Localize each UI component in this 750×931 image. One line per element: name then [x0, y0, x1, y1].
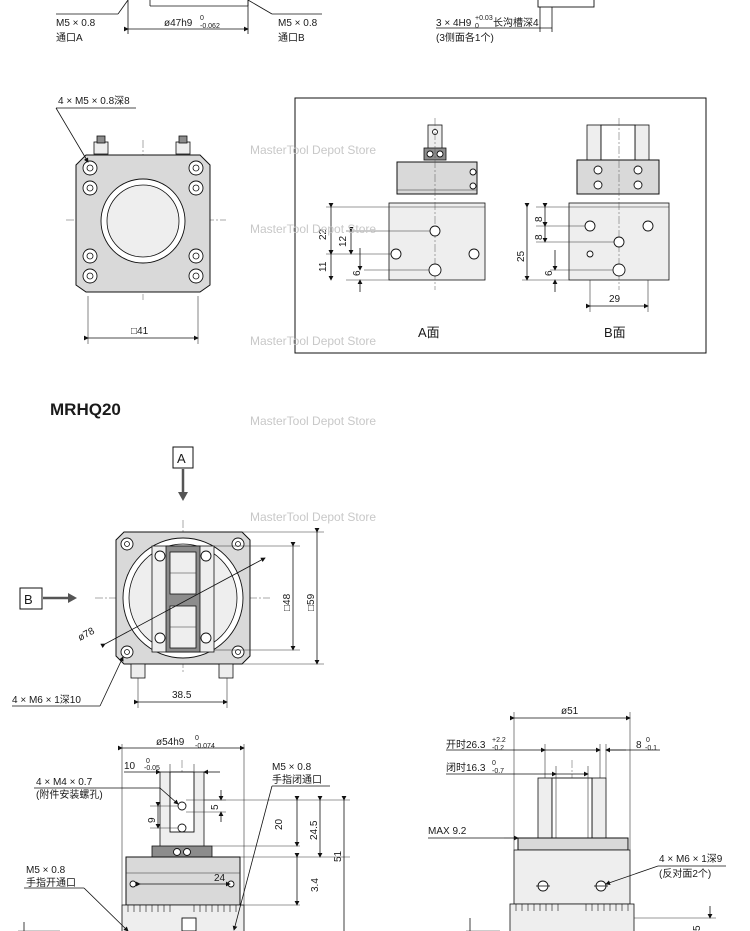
port-a-size: M5 × 0.8 — [56, 18, 96, 29]
max-label: MAX 9.2 — [428, 826, 467, 837]
face-a-dim-22: 22 — [318, 228, 329, 240]
closed-lower: -0.7 — [492, 768, 504, 775]
mrhq20-title: MRHQ20 — [50, 400, 121, 419]
groove-spec: 3 × 4H9 — [436, 18, 472, 29]
face-a-dim-12: 12 — [338, 235, 349, 247]
bolt-spacing: 38.5 — [172, 690, 192, 701]
open-lower: -0.2 — [492, 745, 504, 752]
mrhq16-bottom-view: 4 × M5 × 0.8深8 □41 — [55, 95, 226, 344]
watermark-4: MasterTool Depot Store — [250, 414, 376, 428]
dim-3-4: 3.4 — [310, 878, 321, 892]
screw-spec: 4 × M4 × 0.7 — [36, 777, 93, 788]
dim-24: 24 — [214, 873, 226, 884]
top-strip: M5 × 0.8 通口A ø47h9 0 -0.062 M5 × 0.8 通口B… — [56, 0, 595, 44]
body-dia-upper: 0 — [195, 735, 199, 742]
open-width: 开时26.3 — [446, 739, 486, 751]
mrhq16-thread-callout: 4 × M5 × 0.8深8 — [58, 95, 130, 107]
face-a-dim-6: 6 — [352, 270, 363, 276]
body-dia-lower: -0.074 — [195, 743, 215, 750]
face-a-view: 22 12 11 6 A面 — [318, 118, 486, 340]
mrhq20-front-view: ø54h9 0 -0.074 10 0 -0.05 4 × M4 × 0.7 (… — [18, 735, 350, 931]
screw-note: (附件安装螺孔) — [36, 788, 103, 801]
top-diameter: ø47h9 — [164, 18, 193, 29]
top-diameter-upper: 0 — [200, 15, 204, 22]
watermark-5: MasterTool Depot Store — [250, 510, 376, 524]
dim-51: 51 — [333, 850, 344, 862]
body-dia: ø54h9 — [156, 737, 185, 748]
face-a-label: A面 — [418, 325, 440, 340]
watermark-1: MasterTool Depot Store — [250, 143, 376, 157]
closed-width: 闭时16.3 — [446, 761, 486, 774]
mrhq20-top-view: A B ø78 — [12, 446, 324, 708]
square-59: □59 — [306, 593, 317, 611]
mount-thread-callout: 4 × M6 × 1深10 — [12, 694, 81, 706]
top-diameter-lower: -0.062 — [200, 23, 220, 30]
finger-width-upper: 0 — [646, 737, 650, 744]
face-a-dim-11: 11 — [318, 261, 329, 272]
dim-5: 5 — [210, 804, 221, 810]
face-detail-box: 22 12 11 6 A面 — [294, 97, 707, 354]
dim-24-5: 24.5 — [309, 820, 320, 840]
view-arrow-a-label: A — [177, 451, 186, 466]
face-b-dim-29: 29 — [609, 294, 621, 305]
closed-upper: 0 — [492, 760, 496, 767]
groove-note: (3侧面各1个) — [436, 31, 494, 44]
side-thread-note: (反对面2个) — [659, 867, 711, 880]
dim-10: 10 — [124, 761, 136, 772]
groove-lower: 0 — [475, 23, 479, 30]
side-thread-callout: 4 × M6 × 1深9 — [659, 853, 723, 865]
dim-10-lower: -0.05 — [144, 765, 160, 772]
groove-text: 长沟槽深4 — [493, 16, 539, 29]
port-close-size: M5 × 0.8 — [272, 762, 312, 773]
port-a-label: 通口A — [56, 32, 83, 44]
finger-width-8: 8 — [636, 740, 642, 751]
port-b-size: M5 × 0.8 — [278, 18, 318, 29]
port-b-label: 通口B — [278, 32, 305, 44]
face-b-dim-8b: 8 — [534, 234, 545, 240]
face-b-label: B面 — [604, 325, 626, 340]
port-close-label: 手指闭通口 — [272, 773, 322, 786]
watermarks: MasterTool Depot Store MasterTool Depot … — [250, 143, 376, 524]
mrhq16-square-dim: □41 — [131, 326, 149, 337]
open-upper: +2.2 — [492, 737, 506, 744]
side-dia-51: ø51 — [561, 706, 579, 717]
dim-10-upper: 0 — [146, 758, 150, 765]
side-dim-5: 5 — [692, 925, 703, 931]
watermark-3: MasterTool Depot Store — [250, 334, 376, 348]
face-b-view: 8 8 25 6 29 B面 — [516, 118, 670, 340]
face-b-dim-6: 6 — [544, 270, 555, 276]
dim-9: 9 — [147, 817, 158, 823]
dim-20: 20 — [274, 818, 285, 830]
watermark-2: MasterTool Depot Store — [250, 222, 376, 236]
face-b-dim-25: 25 — [516, 250, 527, 262]
view-arrow-b-label: B — [24, 592, 33, 607]
square-48: □48 — [282, 593, 293, 611]
mrhq20-side-view: ø51 开时26.3 +2.2 -0.2 闭时16.3 0 -0.7 8 0 -… — [428, 706, 726, 931]
groove-upper: +0.03 — [475, 15, 493, 22]
port-open-label: 手指开通口 — [26, 876, 76, 889]
port-open-size: M5 × 0.8 — [26, 865, 66, 876]
circle-dia-78: ø78 — [76, 626, 97, 644]
finger-width-lower: -0.1 — [645, 745, 657, 752]
face-b-dim-8a: 8 — [534, 216, 545, 222]
